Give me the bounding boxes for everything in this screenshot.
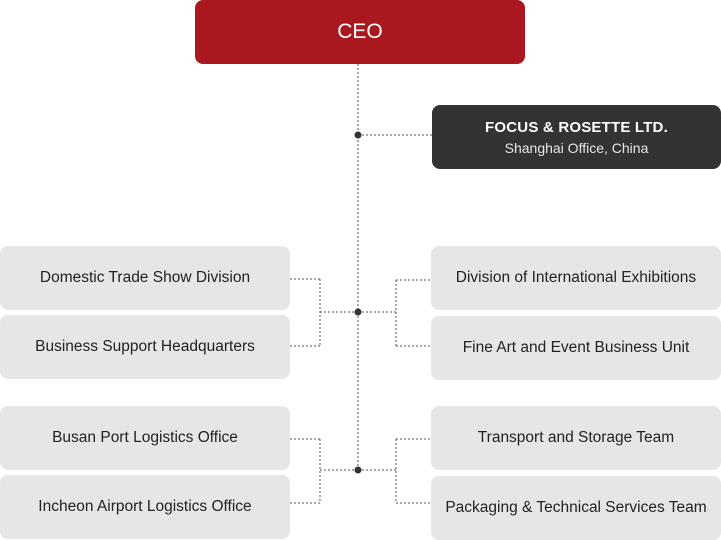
dept-label: Fine Art and Event Business Unit	[462, 339, 690, 356]
dept-node-incheon-airport: Incheon Airport Logistics Office	[0, 475, 290, 539]
subsidiary-node: FOCUS & ROSETTE LTD. Shanghai Office, Ch…	[432, 105, 721, 169]
dept-node-international-exhibitions: Division of International Exhibitions	[431, 246, 721, 310]
dept-label: Division of International Exhibitions	[455, 269, 697, 286]
dept-node-business-support: Business Support Headquarters	[0, 315, 290, 379]
dept-label: Transport and Storage Team	[477, 429, 675, 446]
dept-node-fine-art-event: Fine Art and Event Business Unit	[431, 316, 721, 380]
ceo-node: CEO	[195, 0, 525, 64]
dept-node-transport-storage: Transport and Storage Team	[431, 406, 721, 470]
ceo-label: CEO	[337, 20, 383, 43]
junction-dot-subsidiary	[354, 131, 362, 139]
dept-node-domestic-trade-show: Domestic Trade Show Division	[0, 246, 290, 310]
dept-label: Business Support Headquarters	[35, 338, 255, 355]
dept-label: Incheon Airport Logistics Office	[38, 498, 252, 515]
junction-dot-group-2	[354, 466, 362, 474]
subsidiary-name: FOCUS & ROSETTE LTD.	[485, 118, 668, 136]
dept-node-busan-port: Busan Port Logistics Office	[0, 406, 290, 470]
dept-node-packaging-technical: Packaging & Technical Services Team	[431, 476, 721, 540]
subsidiary-location: Shanghai Office, China	[504, 139, 649, 156]
dept-label: Domestic Trade Show Division	[39, 269, 251, 286]
junction-dot-group-1	[354, 308, 362, 316]
dept-label: Packaging & Technical Services Team	[445, 499, 707, 516]
dept-label: Busan Port Logistics Office	[52, 429, 238, 446]
